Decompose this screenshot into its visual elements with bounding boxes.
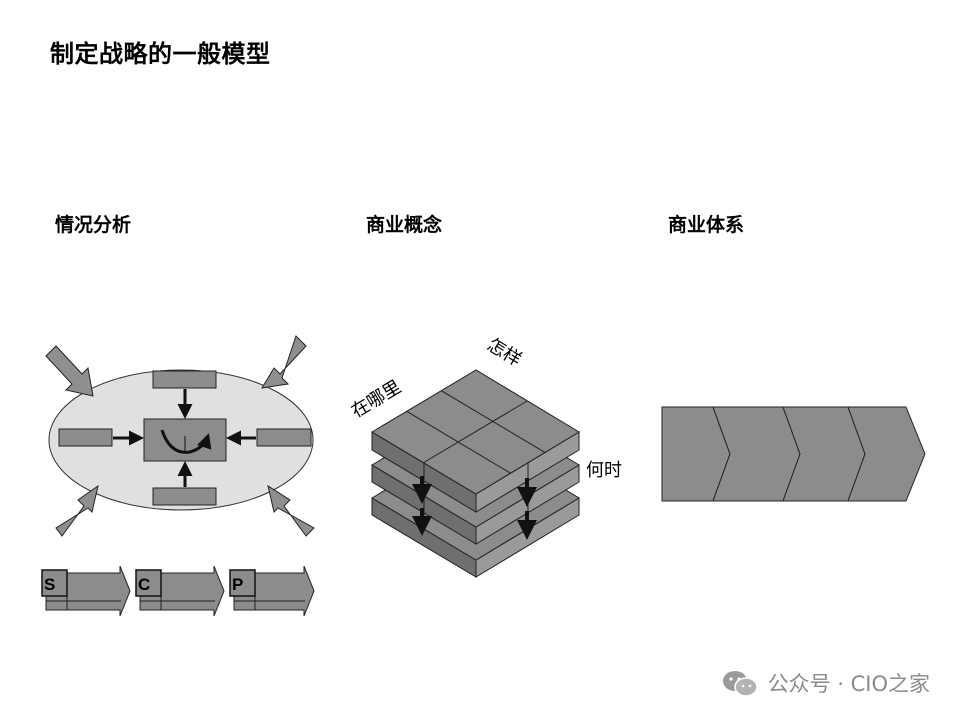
scp-arrow-C: C	[135, 565, 225, 617]
situation-analysis-diagram	[45, 335, 315, 537]
cube-label-how: 怎样	[483, 334, 525, 371]
factor-box-top	[152, 370, 217, 389]
factor-box-bottom	[152, 487, 217, 506]
cycle-arrow-icon	[160, 429, 212, 454]
heading-business-system: 商业体系	[668, 214, 745, 236]
business-concept-cube: 在哪里 怎样 何时	[348, 334, 622, 578]
outer-arrow-bottom-left	[55, 484, 99, 537]
scp-letter: C	[138, 575, 150, 594]
outer-arrow-top-right	[261, 335, 307, 389]
cube-label-where: 在哪里	[348, 376, 405, 422]
watermark-text: 公众号 · CIO之家	[767, 672, 930, 696]
heading-business-concept: 商业概念	[366, 214, 443, 236]
outer-arrow-bottom-right	[267, 484, 315, 537]
factor-box-right	[256, 428, 312, 447]
wechat-icon	[722, 671, 758, 697]
business-system-chain	[661, 406, 926, 502]
scp-letter: S	[44, 575, 55, 594]
watermark: 公众号 · CIO之家	[720, 668, 930, 698]
page-title: 制定战略的一般模型	[50, 40, 271, 68]
scp-arrow-S: S	[41, 565, 131, 617]
outer-arrow-top-left	[45, 345, 94, 397]
scp-letter: P	[232, 575, 243, 594]
scp-arrow-P: P	[229, 565, 315, 617]
cube-label-when: 何时	[586, 460, 622, 481]
factor-box-left	[58, 428, 113, 447]
chevron-step	[847, 406, 926, 502]
heading-situation-analysis: 情况分析	[55, 214, 132, 236]
